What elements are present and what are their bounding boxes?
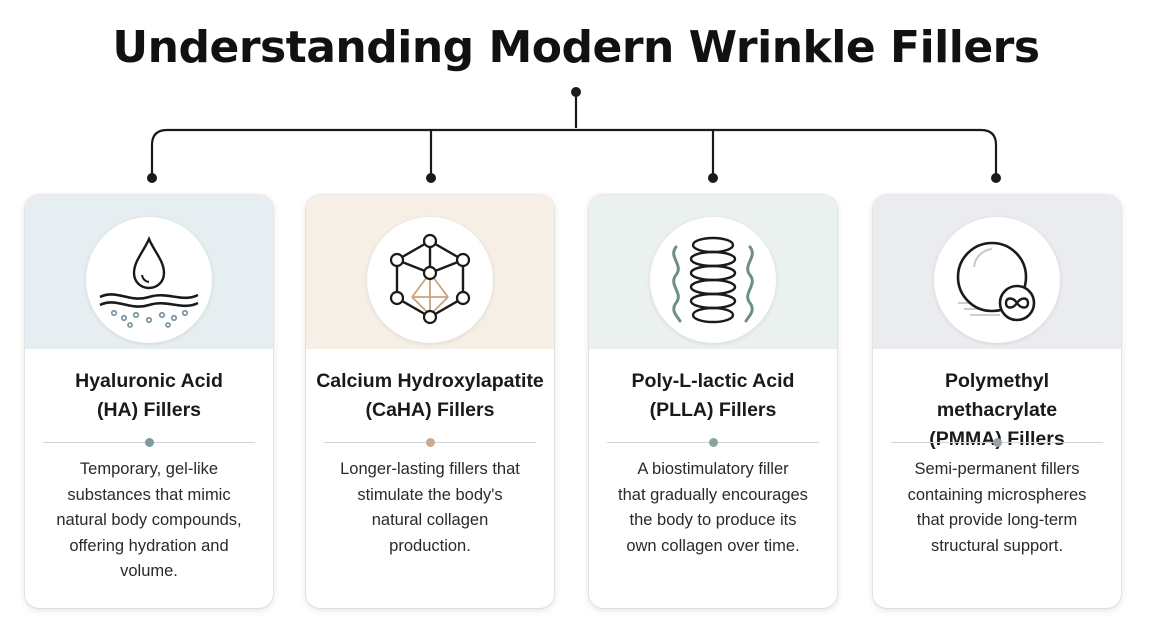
- collagen-coil-icon: [672, 236, 754, 324]
- card-divider: [891, 437, 1103, 449]
- branch-dot-4: [991, 173, 1001, 183]
- card-divider: [324, 437, 536, 449]
- card-title: Polymethyl methacrylate (PMMA) Fillers: [929, 370, 1065, 450]
- card-ha-fillers: Hyaluronic Acid (HA) Fillers Temporary, …: [25, 195, 273, 608]
- page-title: Understanding Modern Wrinkle Fillers: [112, 22, 1040, 73]
- card-description: Temporary, gel-like substances that mimi…: [56, 460, 242, 580]
- branch-dot-2: [426, 173, 436, 183]
- root-node-dot: [571, 87, 581, 97]
- card-description: A biostimulatory filler that gradually e…: [618, 460, 808, 555]
- card-divider: [607, 437, 819, 449]
- branch-dot-3: [708, 173, 718, 183]
- card-title: Hyaluronic Acid (HA) Fillers: [75, 370, 223, 421]
- microsphere-infinity-icon: [956, 241, 1036, 322]
- card-title: Poly-L-lactic Acid (PLLA) Fillers: [631, 370, 795, 421]
- card-title: Calcium Hydroxylapatite (CaHA) Fillers: [316, 370, 544, 421]
- card-caha-fillers: Calcium Hydroxylapatite (CaHA) Fillers L…: [306, 195, 554, 608]
- branch-dot-1: [147, 173, 157, 183]
- molecule-lattice-icon: [389, 233, 471, 325]
- icon-badge: [650, 217, 776, 343]
- icon-badge: [86, 217, 212, 343]
- icon-badge: [367, 217, 493, 343]
- icon-badge: [934, 217, 1060, 343]
- connector-tree: [147, 87, 1001, 183]
- card-description: Longer-lasting fillers that stimulate th…: [340, 460, 520, 555]
- card-plla-fillers: Poly-L-lactic Acid (PLLA) Fillers A bios…: [589, 195, 837, 608]
- card-divider: [43, 437, 255, 449]
- card-description: Semi-permanent fillers containing micros…: [907, 460, 1087, 555]
- water-drop-icon: [99, 235, 199, 328]
- card-pmma-fillers: Polymethyl methacrylate (PMMA) Fillers S…: [873, 195, 1121, 608]
